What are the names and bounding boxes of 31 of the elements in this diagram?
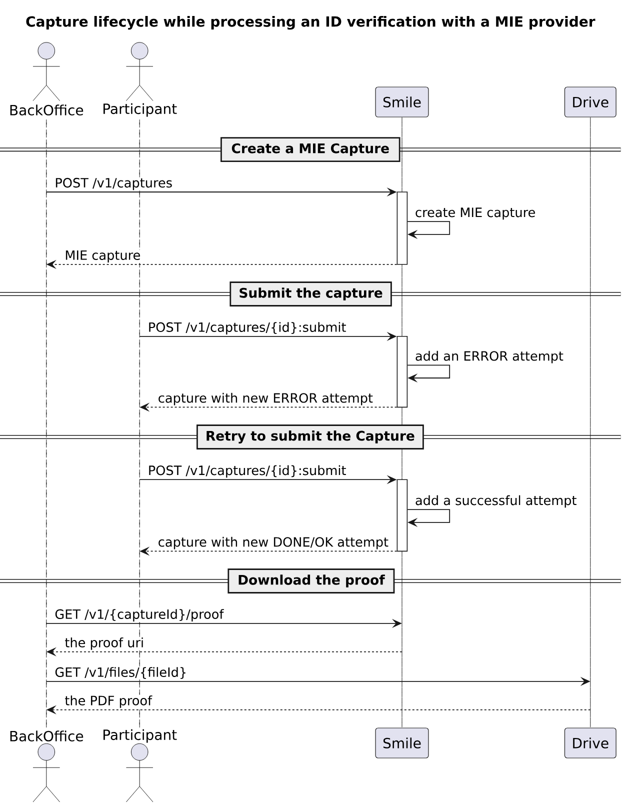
participant-box: Smile <box>375 728 429 758</box>
message-label: capture with new ERROR attempt <box>157 392 374 406</box>
activation-bar <box>396 336 408 408</box>
message-label: POST /v1/captures <box>54 177 174 191</box>
actor-name: BackOffice <box>10 104 84 116</box>
lifeline <box>139 118 140 728</box>
activation-bar <box>396 192 408 265</box>
message-label: POST /v1/captures/{id}:submit <box>147 464 347 478</box>
self-message-arrow <box>407 364 450 383</box>
message-label: the proof uri <box>64 636 145 650</box>
lifeline <box>590 117 591 728</box>
self-message-arrow <box>407 221 450 239</box>
activation-bar <box>396 479 408 552</box>
lifeline <box>46 118 47 728</box>
actor-name: Participant <box>104 729 177 743</box>
message-label: MIE capture <box>64 250 142 264</box>
self-message-arrow <box>407 509 450 527</box>
participant-box: Drive <box>564 86 616 118</box>
title: Capture lifecycle while processing an ID verification with a MIE provider <box>26 16 596 30</box>
message-label: POST /v1/captures/{id}:submit <box>147 321 347 336</box>
message-label: the PDF proof <box>64 694 153 708</box>
actor-name: BackOffice <box>10 730 84 742</box>
message-label: create MIE capture <box>414 207 536 220</box>
participant-box: Drive <box>564 728 616 758</box>
message-label: add a successful attempt <box>414 494 578 508</box>
participant-box: Smile <box>375 86 429 118</box>
message-label: GET /v1/files/{fileId} <box>54 666 188 680</box>
message-label: add an ERROR attempt <box>414 350 564 364</box>
actor-name: Participant <box>104 103 177 117</box>
message-label: GET /v1/{captureId}/proof <box>54 608 224 622</box>
message-label: capture with new DONE/OK attempt <box>157 536 390 550</box>
